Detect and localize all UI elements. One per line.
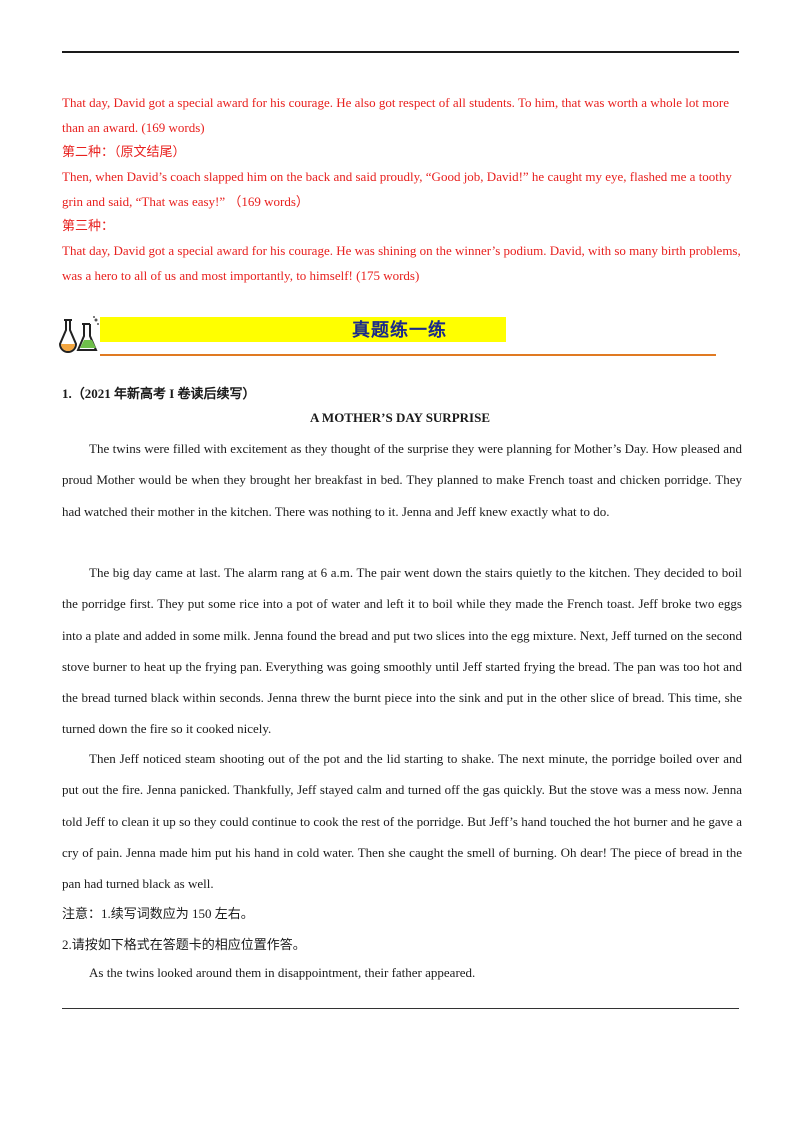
ending-paragraph-1: That day, David got a special award for … (62, 95, 729, 135)
section-title: 真题练一练 (352, 320, 447, 341)
section-title-highlight (100, 317, 506, 342)
ending-paragraph-3: That day, David got a special award for … (62, 243, 741, 283)
ending-label-3: 第三种： (62, 218, 115, 233)
header-rule (62, 51, 739, 53)
note-format: 2.请按如下格式在答题卡的相应位置作答。 (62, 937, 306, 952)
continuation-start: As the twins looked around them in disap… (89, 965, 476, 980)
flask-icon (58, 316, 99, 353)
story-title: A MOTHER’S DAY SURPRISE (310, 410, 490, 425)
section-header: 真题练一练 (58, 312, 718, 358)
story-paragraph-2: The big day came at last. The alarm rang… (62, 565, 742, 737)
ending-label-2: 第二种：（原文结尾） (62, 144, 186, 159)
ending-paragraph-2: Then, when David’s coach slapped him on … (62, 169, 732, 209)
answer-line (62, 1008, 739, 1009)
question-label: 1.（2021 年新高考 I 卷读后续写） (62, 386, 256, 401)
story-paragraph-3: Then Jeff noticed steam shooting out of … (62, 751, 742, 892)
section-underline (100, 354, 716, 356)
story-paragraph-1: The twins were filled with excitement as… (62, 441, 742, 519)
note-word-count: 注意：1.续写词数应为 150 左右。 (62, 906, 254, 921)
